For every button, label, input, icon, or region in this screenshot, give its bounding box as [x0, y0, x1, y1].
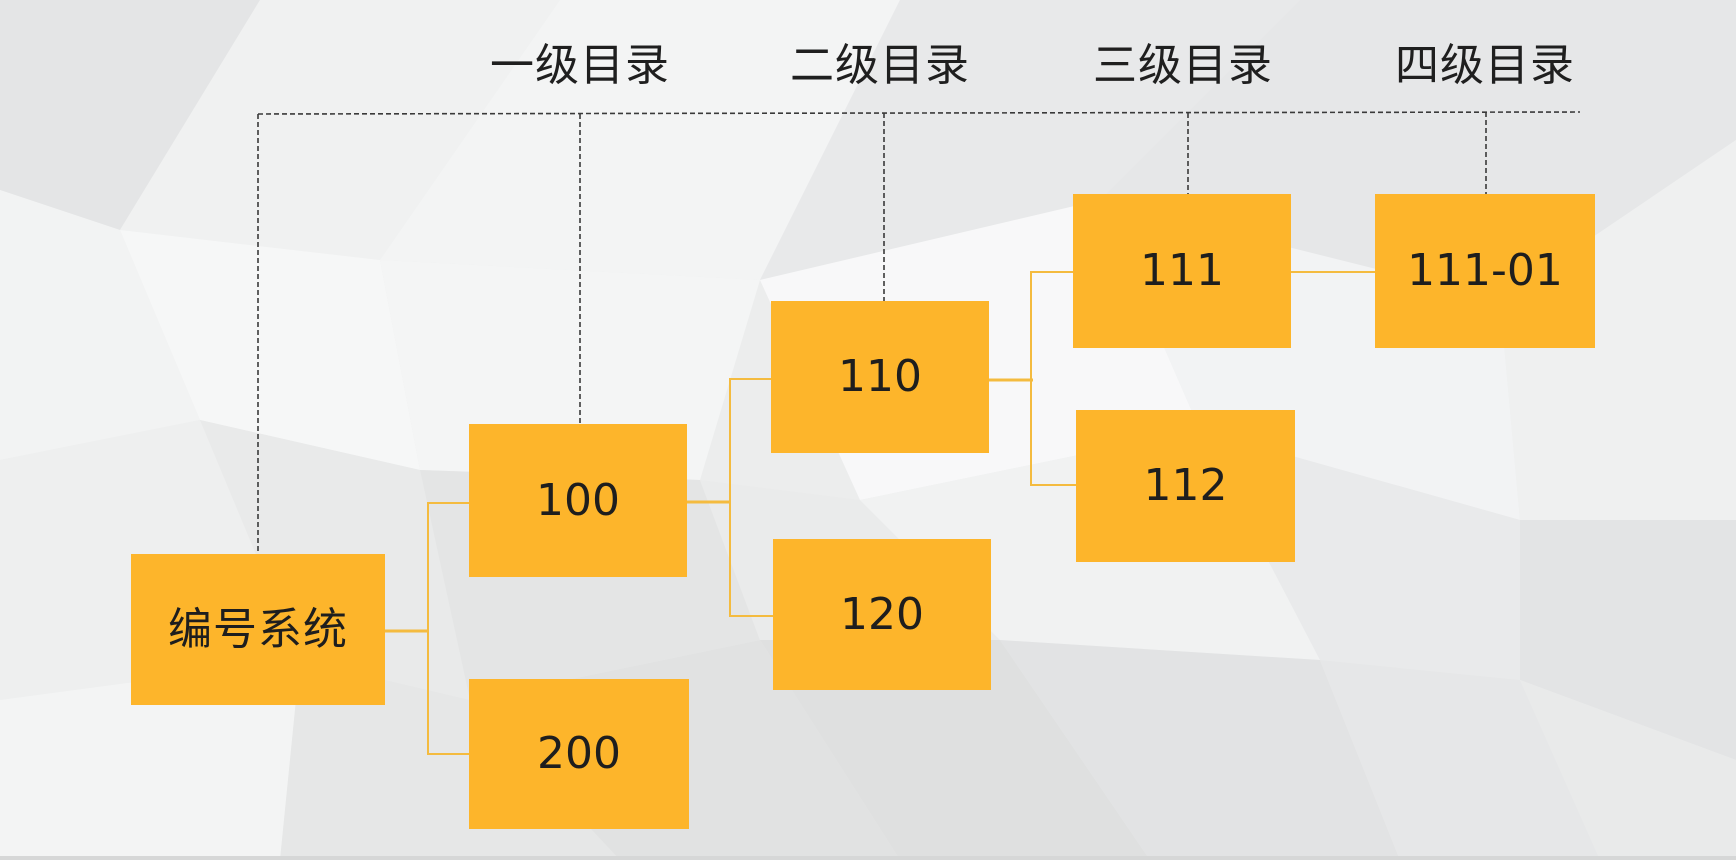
- node-112[interactable]: 112: [1076, 410, 1295, 562]
- node-100[interactable]: 100: [469, 424, 687, 577]
- node-120[interactable]: 120: [773, 539, 991, 690]
- node-200[interactable]: 200: [469, 679, 689, 829]
- node-110[interactable]: 110: [771, 301, 989, 453]
- node-label: 120: [840, 588, 924, 640]
- node-label: 100: [536, 474, 620, 526]
- level-header-3: 三级目录: [1093, 40, 1273, 91]
- node-root[interactable]: 编号系统: [131, 554, 385, 705]
- level-guide-lines: [257, 111, 1581, 554]
- node-label: 200: [537, 728, 621, 779]
- level-header-4: 四级目录: [1395, 40, 1575, 91]
- node-label: 112: [1143, 460, 1228, 511]
- node-label: 编号系统: [168, 603, 348, 655]
- node-111[interactable]: 111: [1073, 194, 1291, 348]
- node-label: 111-01: [1407, 245, 1563, 296]
- level-header-1: 一级目录: [490, 40, 670, 91]
- tree-connectors: [385, 271, 1375, 755]
- node-label: 110: [838, 351, 922, 402]
- node-label: 111: [1140, 245, 1224, 296]
- node-111-01[interactable]: 111-01: [1375, 194, 1595, 348]
- bottom-edge: [0, 856, 1736, 860]
- level-header-2: 二级目录: [790, 40, 970, 91]
